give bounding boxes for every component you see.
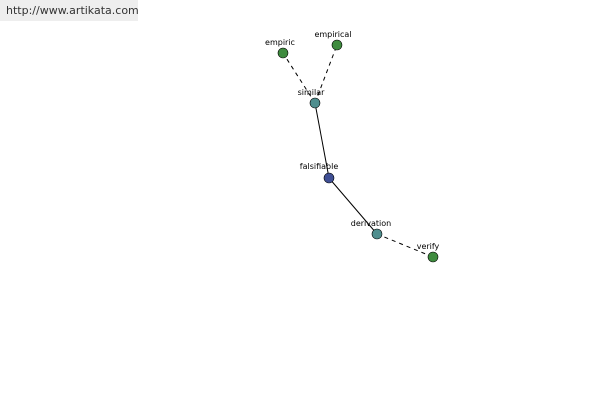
node-circle-empirical[interactable] xyxy=(331,39,343,51)
node-similar[interactable]: similar xyxy=(298,88,326,109)
nodes-layer: empiric empirical similar falsifiable deriva… xyxy=(265,30,440,263)
node-falsifiable[interactable]: falsifiable xyxy=(300,162,339,184)
node-circle-verify[interactable] xyxy=(427,251,439,263)
node-circle-falsifiable[interactable] xyxy=(323,172,335,184)
edge-derivation-verify xyxy=(376,233,434,258)
node-label-derivation: derivation xyxy=(351,219,391,228)
node-label-verify: verify xyxy=(417,242,440,251)
edge-falsifiable-derivation xyxy=(328,177,378,235)
node-circle-similar[interactable] xyxy=(309,97,321,109)
node-label-falsifiable: falsifiable xyxy=(300,162,339,171)
node-derivation[interactable]: derivation xyxy=(351,219,391,240)
node-circle-derivation[interactable] xyxy=(371,228,383,240)
node-verify[interactable]: verify xyxy=(417,242,440,263)
source-url-link[interactable]: http://www.artikata.com xyxy=(0,0,139,21)
edge-similar-empiric xyxy=(282,52,316,104)
node-label-similar: similar xyxy=(298,88,326,97)
edge-falsifiable-similar xyxy=(314,102,330,179)
node-label-empiric: empiric xyxy=(265,38,295,47)
edges-layer xyxy=(282,44,434,258)
node-empirical[interactable]: empirical xyxy=(314,30,352,51)
node-label-empirical: empirical xyxy=(314,30,351,39)
node-circle-empiric[interactable] xyxy=(277,47,289,59)
edge-similar-empirical xyxy=(314,44,338,104)
node-empiric[interactable]: empiric xyxy=(265,38,295,59)
